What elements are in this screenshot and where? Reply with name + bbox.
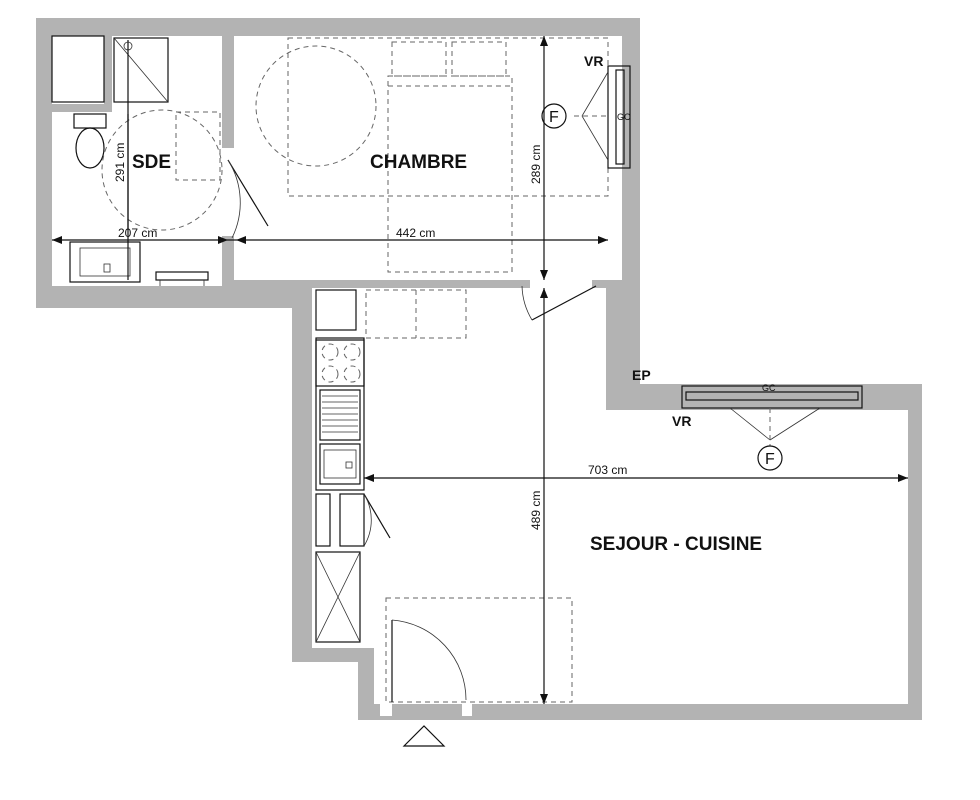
wall-window-top	[622, 36, 640, 384]
kitchen-units	[315, 289, 467, 643]
washbasin	[69, 241, 141, 283]
chambre-turning-circle	[255, 45, 377, 167]
interior-top	[52, 36, 622, 286]
room-label-sde: SDE	[132, 152, 171, 173]
cupboard-right	[339, 493, 365, 547]
vr-chambre-label: VR	[584, 53, 603, 69]
room-label-chambre: CHAMBRE	[370, 152, 467, 173]
bed	[387, 75, 513, 273]
vr-sejour-label: VR	[672, 413, 691, 429]
fridge	[315, 289, 357, 331]
entrance-door	[385, 597, 573, 747]
dim-sde-height: 291 cm	[113, 143, 127, 182]
f-sejour-marker: F	[757, 445, 783, 471]
bench	[155, 271, 209, 281]
dim-chambre-height: 289 cm	[529, 145, 543, 184]
shower-tray	[113, 37, 169, 103]
walls	[36, 18, 922, 720]
ep-label: EP	[632, 367, 651, 383]
f-sejour-label: F	[765, 451, 775, 468]
wall-sejour-right-notch	[606, 286, 622, 410]
gc-chambre-label: GC	[617, 112, 631, 122]
wall-sde-chambre-low	[222, 236, 234, 288]
hob	[315, 339, 365, 387]
wall-shower-side	[104, 36, 112, 112]
sde-door	[227, 159, 269, 239]
sde-turning-circle	[101, 109, 223, 231]
gc-sejour-label: GC	[762, 383, 776, 393]
sink	[319, 443, 361, 485]
interior-sejour	[312, 284, 908, 716]
dimension-lines	[52, 36, 908, 704]
wardrobe	[315, 551, 361, 643]
wall-chambre-bottom	[234, 280, 530, 288]
cupboard-door	[363, 493, 391, 547]
dim-sde-width: 207 cm	[118, 226, 157, 240]
wall-sde-chambre	[222, 36, 234, 148]
f-chambre-marker: F	[541, 103, 567, 129]
storage-box	[51, 35, 105, 103]
dim-sejour-height: 489 cm	[529, 491, 543, 530]
chambre-door	[521, 285, 597, 321]
f-chambre-label: F	[549, 109, 559, 126]
wall-chambre-bottom-right	[592, 280, 622, 288]
entrance-triangle	[402, 725, 446, 747]
chambre-window	[574, 65, 631, 169]
kitchen-counter	[315, 337, 365, 491]
dim-chambre-width: 442 cm	[396, 226, 435, 240]
room-label-sejour: SEJOUR - CUISINE	[590, 534, 762, 555]
oven-grid	[319, 389, 361, 441]
wall-wc-separator	[52, 104, 112, 112]
dim-sejour-width: 703 cm	[588, 463, 627, 477]
sejour-window	[681, 385, 863, 446]
cupboard-left	[315, 493, 331, 547]
